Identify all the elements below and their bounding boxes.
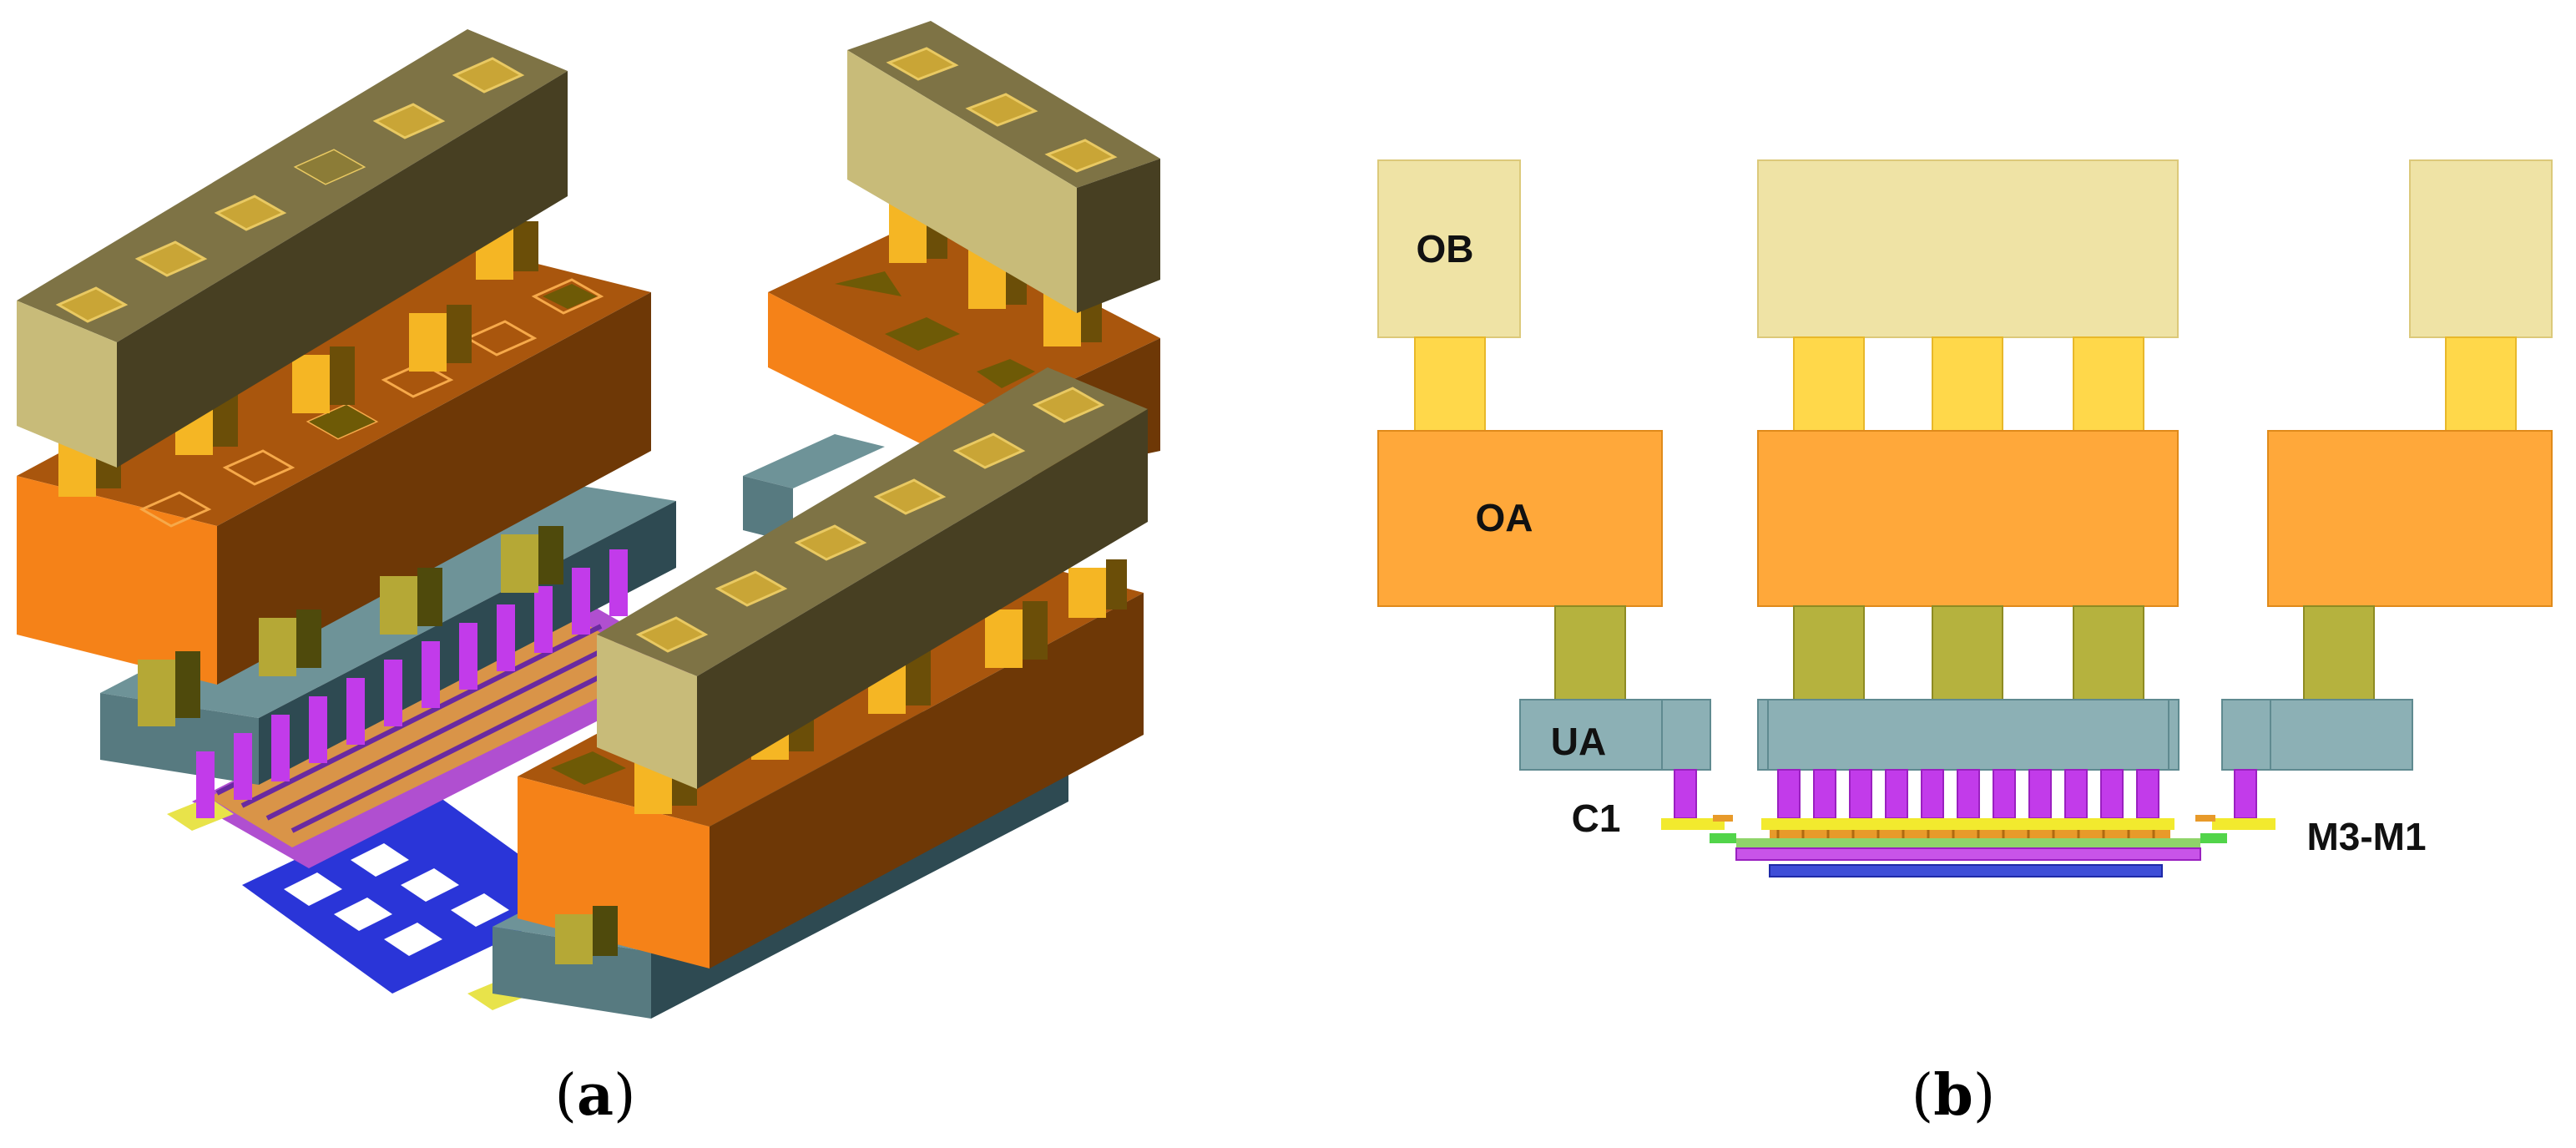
caption-b: (b) (1912, 1062, 1996, 1129)
label-c1: C1 (1572, 797, 1621, 840)
ob-block-3d-left (17, 29, 568, 468)
oa-posts-3d-left (138, 526, 563, 726)
caption-a: (a) (554, 1062, 635, 1129)
ua-plates (1519, 699, 2413, 771)
oa-posts (1554, 605, 2375, 700)
metal-stack (1661, 815, 2275, 877)
label-oa: OA (1476, 496, 1533, 539)
ob-block-3d-back (847, 21, 1160, 313)
oa-block-right (2267, 430, 2553, 607)
oa-block-center (1757, 430, 2179, 607)
oa-posts-3d-right (555, 906, 618, 964)
ob-block-3d-right (597, 367, 1148, 789)
oa-block-left (1377, 430, 1663, 607)
via-columns-3d (196, 549, 628, 818)
ob-block-left (1377, 159, 1521, 338)
ob-block-center (1757, 159, 2179, 338)
via-row (1674, 769, 2257, 819)
ob-block-right (2409, 159, 2553, 338)
label-m3-m1: M3-M1 (2306, 815, 2426, 858)
label-ob: OB (1417, 227, 1474, 271)
ob-posts (1414, 336, 2517, 432)
label-ua: UA (1551, 720, 1606, 763)
metal-grid-3d (167, 601, 701, 1010)
panel-b-cross-section: OB OA UA C1 M3-M1 (b) (1377, 159, 2553, 1129)
panel-a-3d-view: (a) (17, 21, 1160, 1129)
